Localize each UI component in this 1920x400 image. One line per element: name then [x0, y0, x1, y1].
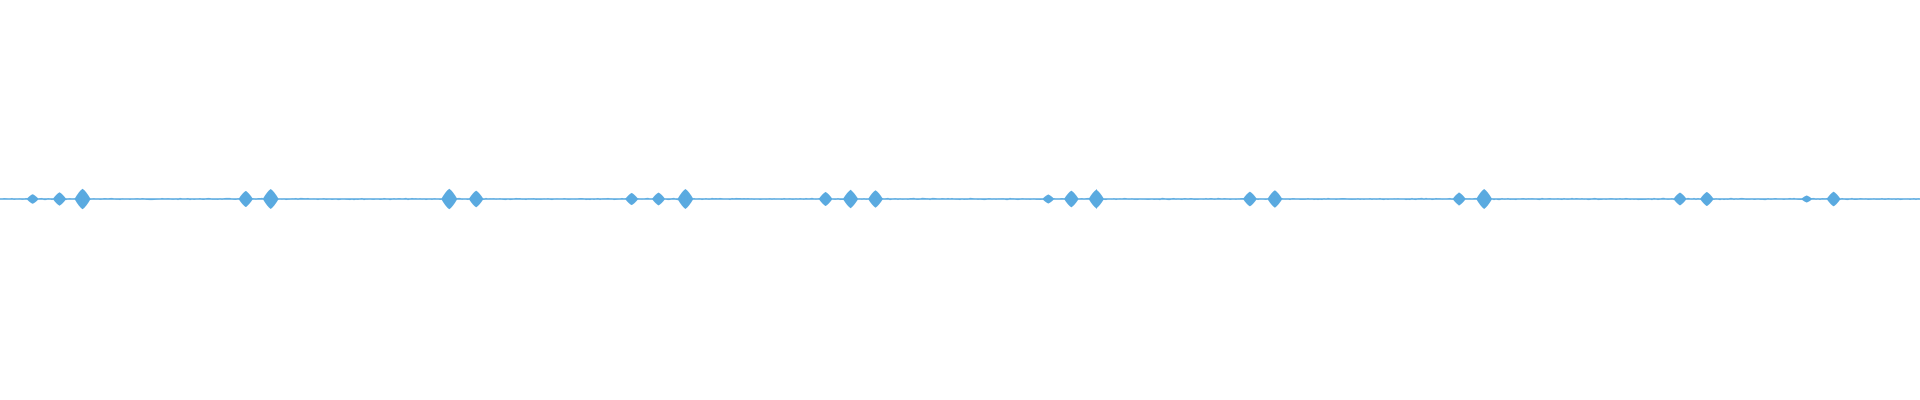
waveform-bursts: [0, 188, 1920, 210]
waveform-burst-texture: [54, 194, 66, 204]
waveform-burst-texture: [1043, 195, 1054, 203]
waveform-burst-texture: [844, 189, 858, 209]
waveform-burst-texture: [678, 191, 694, 207]
waveform-burst-texture: [264, 190, 279, 208]
waveform-burst-texture: [653, 193, 665, 205]
waveform-burst-texture: [1453, 192, 1466, 206]
waveform-burst: [1242, 191, 1257, 207]
waveform-burst-texture: [1701, 192, 1713, 206]
waveform-burst-texture: [75, 192, 91, 206]
waveform-burst-texture: [1828, 193, 1840, 205]
waveform-burst-texture: [28, 194, 38, 204]
waveform-burst-texture: [1802, 196, 1811, 202]
waveform-burst: [468, 190, 484, 208]
waveform-burst: [818, 191, 833, 207]
waveform-burst-texture: [1674, 195, 1687, 203]
waveform-burst-texture: [626, 193, 638, 205]
waveform-burst-texture: [1268, 192, 1282, 206]
waveform-burst-texture: [239, 191, 253, 207]
waveform-noise: [0, 197, 1920, 201]
waveform-burst-texture: [1090, 189, 1103, 209]
waveform-burst-texture: [820, 194, 832, 204]
waveform-burst-texture: [1477, 190, 1493, 208]
waveform-burst-texture: [1244, 193, 1256, 205]
waveform-burst: [1064, 190, 1079, 208]
waveform-burst-texture: [470, 192, 484, 206]
waveform-burst-texture: [1065, 191, 1079, 207]
waveform-burst: [1699, 191, 1714, 207]
waveform-burst: [1826, 191, 1841, 207]
waveform-burst-texture: [869, 191, 883, 207]
waveform-burst-texture: [442, 190, 458, 208]
